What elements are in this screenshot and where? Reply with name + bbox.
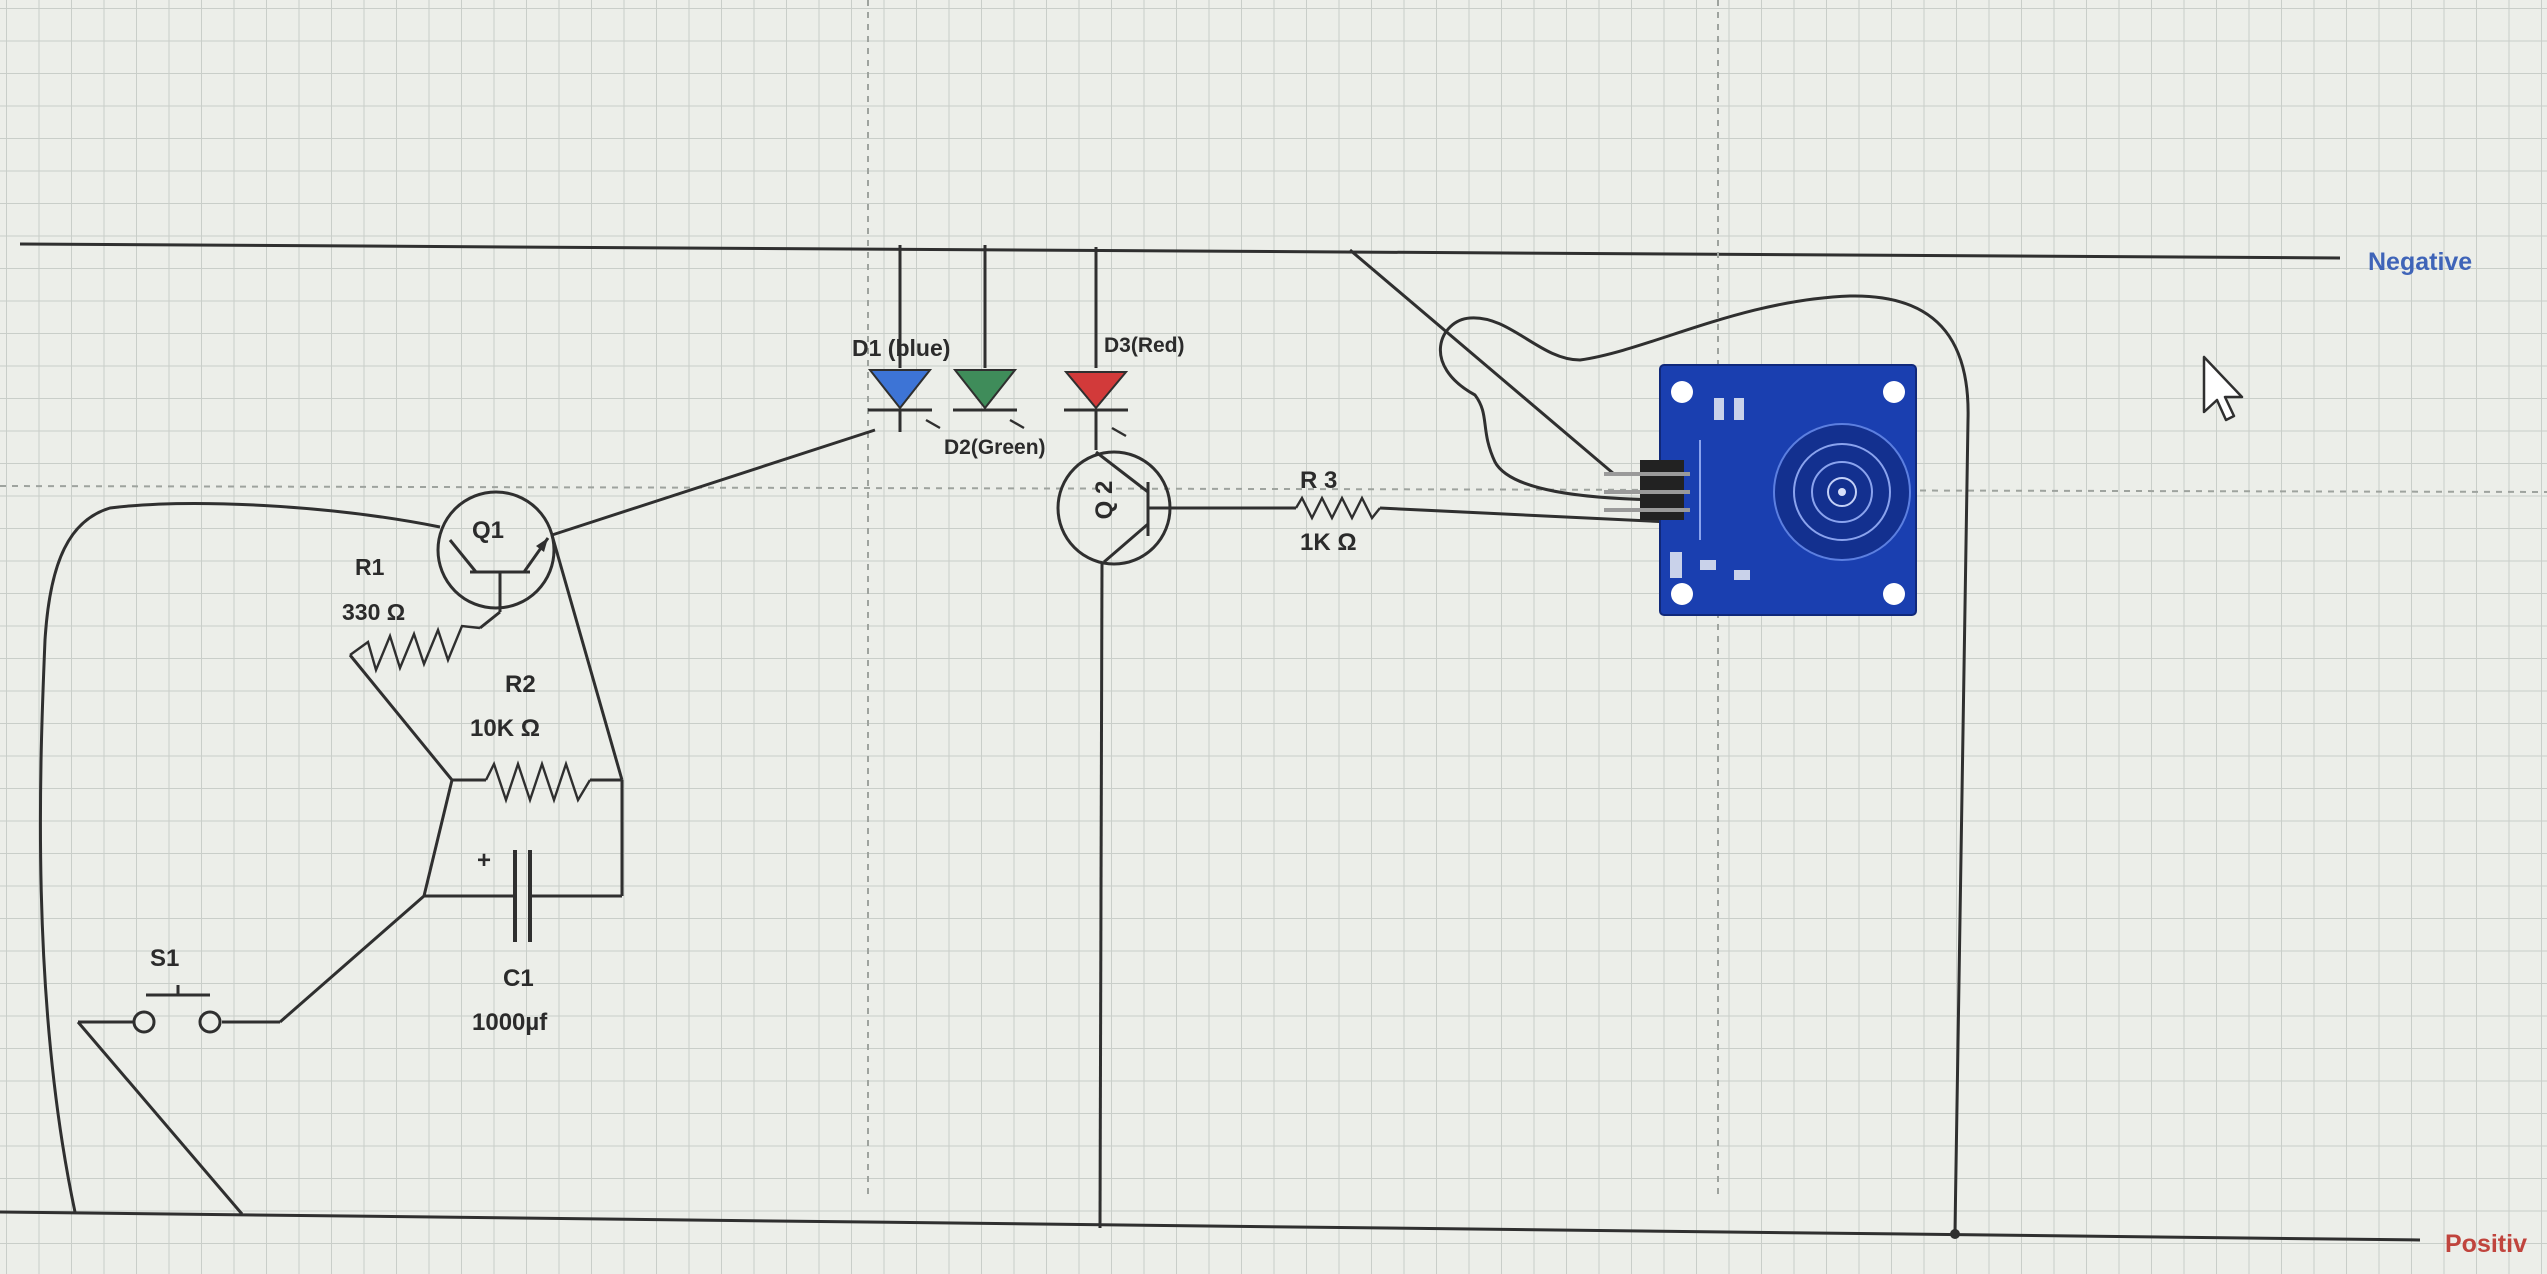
mount-hole xyxy=(1671,381,1693,403)
touch-sensor-module[interactable] xyxy=(1604,364,1917,616)
positive-rail-label: Positiv xyxy=(2445,1230,2527,1258)
r3-value: 1K Ω xyxy=(1300,529,1357,556)
resistor-r3[interactable] xyxy=(1170,495,1671,524)
positive-rail[interactable] xyxy=(0,1210,2421,1242)
smd-component xyxy=(1714,398,1724,420)
d1-label: D1 (blue) xyxy=(852,335,950,361)
s1-label: S1 xyxy=(150,945,179,972)
r1-label: R1 xyxy=(355,554,385,580)
mount-hole xyxy=(1883,583,1905,605)
led-d1-blue[interactable] xyxy=(867,369,941,432)
resistor-r1[interactable] xyxy=(348,610,501,781)
mouse-pointer-icon xyxy=(2202,355,2244,422)
d3-label: D3(Red) xyxy=(1104,334,1185,357)
smd-component xyxy=(1700,560,1716,570)
c1-polarity: + xyxy=(477,847,491,874)
negative-rail[interactable] xyxy=(19,242,2341,260)
r2-label: R2 xyxy=(505,671,536,698)
mount-hole xyxy=(1883,381,1905,403)
q2-label: Q 2 xyxy=(1091,481,1118,520)
smd-component xyxy=(1670,552,1682,578)
capacitor-c1[interactable] xyxy=(422,779,622,942)
c1-label: C1 xyxy=(503,965,534,992)
r3-label: R 3 xyxy=(1300,467,1337,494)
led-d2-green[interactable] xyxy=(952,369,1025,430)
led-wires xyxy=(898,245,1098,368)
mount-hole xyxy=(1671,583,1693,605)
wire-left-loop xyxy=(38,502,441,1213)
transistor-q1[interactable] xyxy=(436,490,556,612)
wire-q1-right xyxy=(550,534,624,781)
c1-value: 1000µf xyxy=(472,1009,548,1036)
r1-value: 330 Ω xyxy=(342,599,405,625)
wire-negative-sensor xyxy=(1349,248,1615,476)
wire-sensor-positive xyxy=(1439,294,1970,1233)
r2-value: 10K Ω xyxy=(470,715,540,742)
led-d3-red[interactable] xyxy=(1063,371,1129,450)
junction-dot xyxy=(1950,1229,1960,1239)
smd-component xyxy=(1734,398,1744,420)
resistor-r2[interactable] xyxy=(452,760,622,804)
smd-component xyxy=(1734,570,1750,580)
d2-label: D2(Green) xyxy=(944,436,1046,459)
switch-s1[interactable] xyxy=(76,894,425,1215)
q1-label: Q1 xyxy=(472,517,504,544)
wire-q1-d1 xyxy=(551,428,876,537)
wire-q2-positive xyxy=(1098,561,1104,1229)
negative-rail-label: Negative xyxy=(2368,248,2472,276)
